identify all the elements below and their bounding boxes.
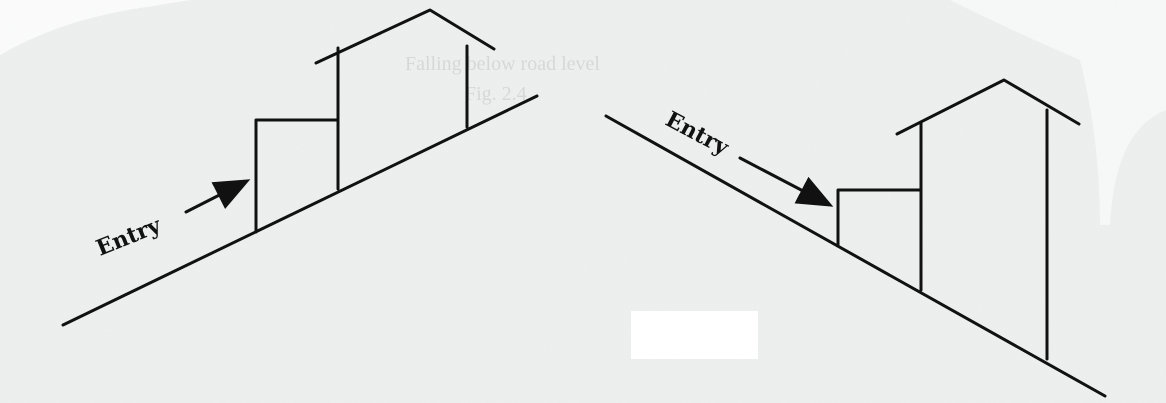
redaction-box (631, 311, 758, 359)
right-roof (895, 78, 1081, 136)
right-entry-arrow (738, 156, 834, 207)
right-lower-block (836, 188, 923, 248)
left-roof (314, 8, 496, 65)
left-slope-line (61, 94, 539, 327)
faint-caption-line1: Falling below road level (405, 53, 600, 75)
right-slope-line (604, 114, 1107, 398)
right-sketch (604, 78, 1107, 398)
left-lower-block (254, 118, 340, 234)
scan-smudge-right (950, 0, 1166, 225)
left-entry-arrow (184, 179, 251, 214)
left-sketch (61, 8, 539, 327)
faint-caption-line2: Fig. 2.4 (465, 83, 527, 105)
scan-smudge-left (0, 0, 190, 55)
